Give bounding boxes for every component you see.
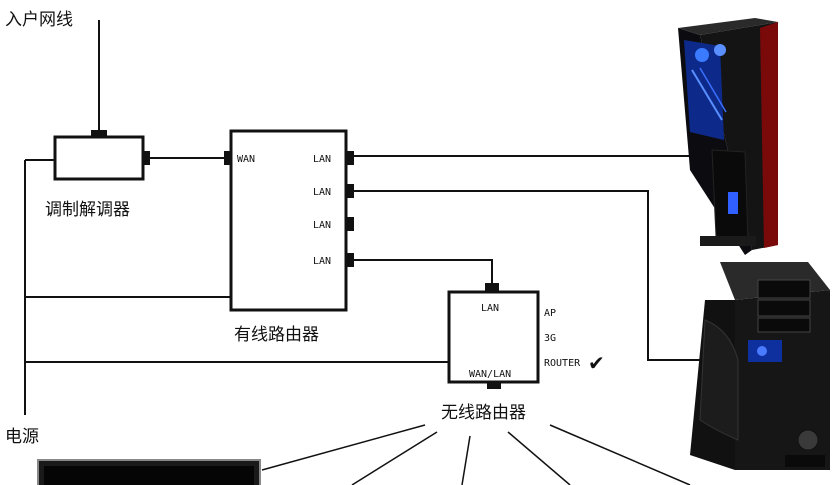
power-label: 电源 [5, 427, 39, 447]
modem-input-plug [91, 130, 107, 138]
lan-port-plug-2 [345, 184, 354, 198]
wireless-wan-plug [487, 381, 501, 389]
lan-port-plug-3 [345, 217, 354, 231]
mode-3g-label: 3G [544, 333, 556, 344]
wireless-lan-label: LAN [481, 303, 499, 314]
wifi-ray-1 [261, 424, 426, 471]
wired-router-box [229, 129, 348, 312]
lan2-to-tower-wire [354, 190, 705, 361]
monitor-icon [37, 459, 261, 485]
lan-port-label-3: LAN [313, 220, 331, 231]
lan-port-plug-4 [345, 253, 354, 267]
gaming-tower-icon [690, 262, 830, 470]
wireless-lan-plug [485, 283, 499, 292]
lan-port-label-4: LAN [313, 256, 331, 267]
wireless-router-label: 无线路由器 [441, 403, 526, 423]
mode-router-label: ROUTER [544, 358, 581, 369]
modem-box [53, 135, 145, 181]
wireless-wan-lan-label: WAN/LAN [469, 369, 511, 380]
desktop-tower-icon [678, 18, 778, 255]
wired-router-label: 有线路由器 [234, 325, 319, 345]
wan-port-label: WAN [237, 154, 255, 165]
wifi-ray-3 [461, 435, 471, 485]
modem-label: 调制解调器 [45, 200, 130, 220]
lan4-to-wireless-wire [354, 259, 493, 285]
incoming-line-label: 入户网线 [5, 10, 73, 30]
lan-port-label-1: LAN [313, 154, 331, 165]
wifi-ray-2 [351, 431, 438, 485]
mode-ap-label: AP [544, 308, 556, 319]
mode-selected-check-icon: ✔ [588, 351, 605, 375]
wifi-ray-4 [507, 431, 571, 485]
lan-port-label-2: LAN [313, 187, 331, 198]
modem-output-plug [142, 151, 150, 165]
lan-port-plug-1 [345, 151, 354, 165]
wan-port-plug [224, 151, 232, 165]
wifi-ray-5 [549, 424, 691, 485]
wireless-router-box [447, 290, 540, 384]
